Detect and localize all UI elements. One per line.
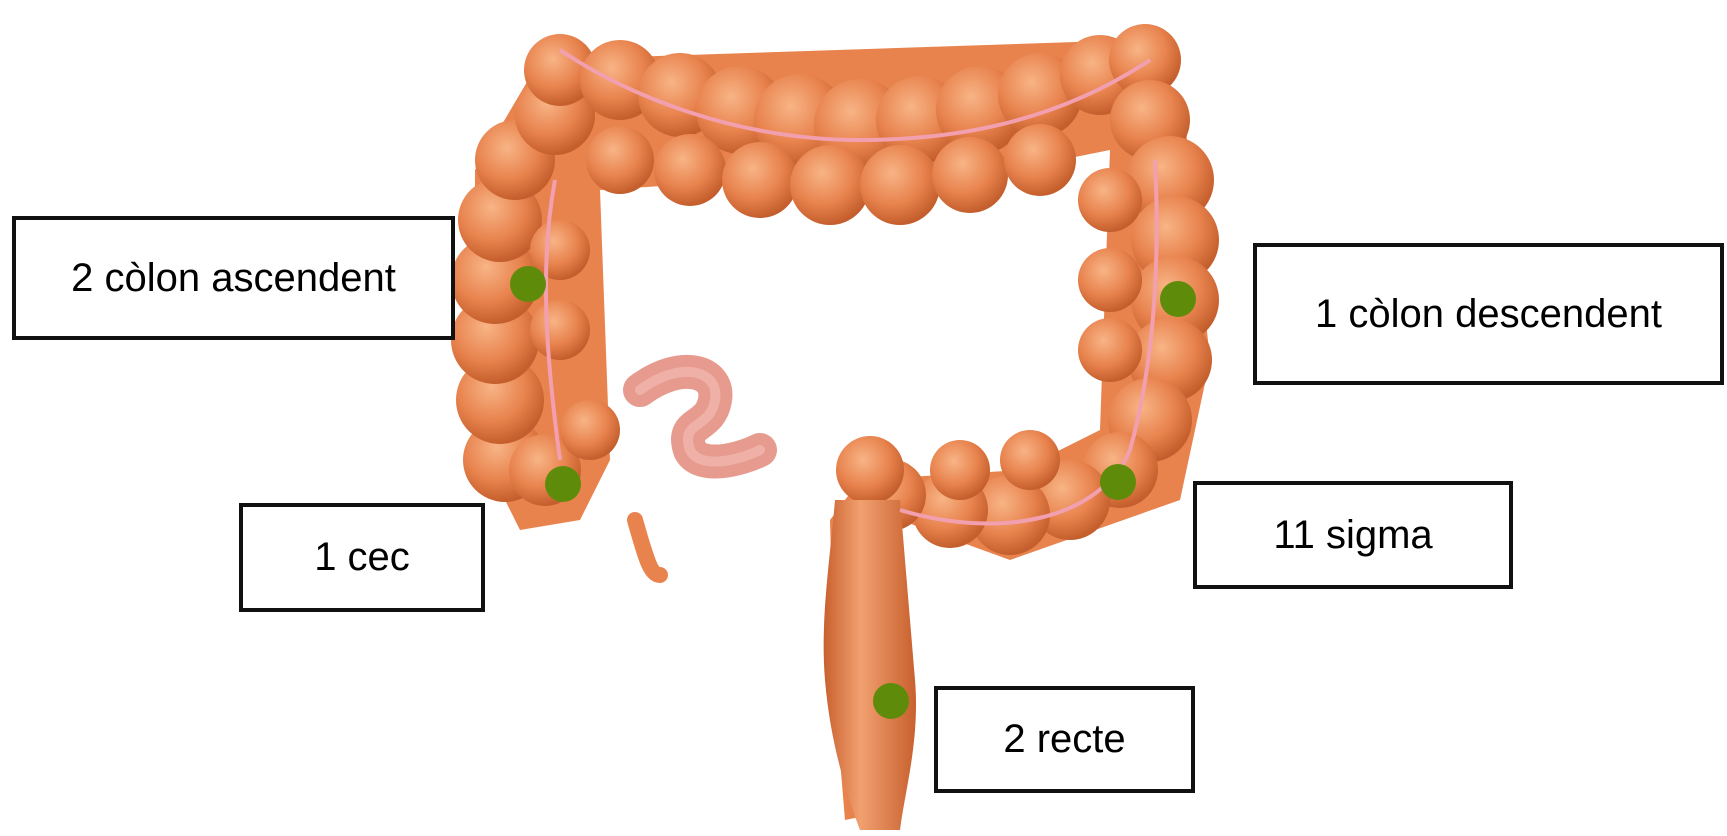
haustrum-bump — [1004, 124, 1076, 196]
haustrum-bump — [1078, 248, 1142, 312]
label-cecum: 1 cec — [239, 503, 485, 612]
haustrum-bump — [586, 126, 654, 194]
haustrum-bump — [836, 436, 904, 504]
haustrum-bump — [1000, 430, 1060, 490]
rectum-tube — [824, 500, 916, 830]
haustrum-bump — [722, 142, 798, 218]
label-sigma-text: 11 sigma — [1273, 513, 1432, 558]
marker-ascending-colon — [510, 266, 546, 302]
marker-descending-colon — [1160, 281, 1196, 317]
haustrum-bump — [1078, 168, 1142, 232]
label-descending-colon: 1 còlon descendent — [1253, 243, 1724, 385]
haustrum-bump — [860, 145, 940, 225]
haustrum-bump — [932, 137, 1008, 213]
marker-rectum — [873, 683, 909, 719]
label-sigma: 11 sigma — [1193, 481, 1513, 589]
marker-cecum — [545, 466, 581, 502]
haustrum-bump — [790, 145, 870, 225]
haustrum-bump — [1078, 318, 1142, 382]
haustrum-bump — [654, 134, 726, 206]
label-ascending-colon: 2 còlon ascendent — [12, 216, 455, 340]
haustrum-bump — [930, 440, 990, 500]
label-rectum-text: 2 recte — [1003, 717, 1125, 762]
haustrum-bump — [560, 400, 620, 460]
label-cecum-text: 1 cec — [314, 535, 410, 580]
label-ascending-colon-text: 2 còlon ascendent — [71, 256, 396, 301]
label-descending-colon-text: 1 còlon descendent — [1315, 292, 1662, 337]
label-rectum: 2 recte — [934, 686, 1195, 793]
marker-sigma — [1100, 464, 1136, 500]
haustrum-bump — [530, 300, 590, 360]
appendix — [635, 520, 660, 575]
